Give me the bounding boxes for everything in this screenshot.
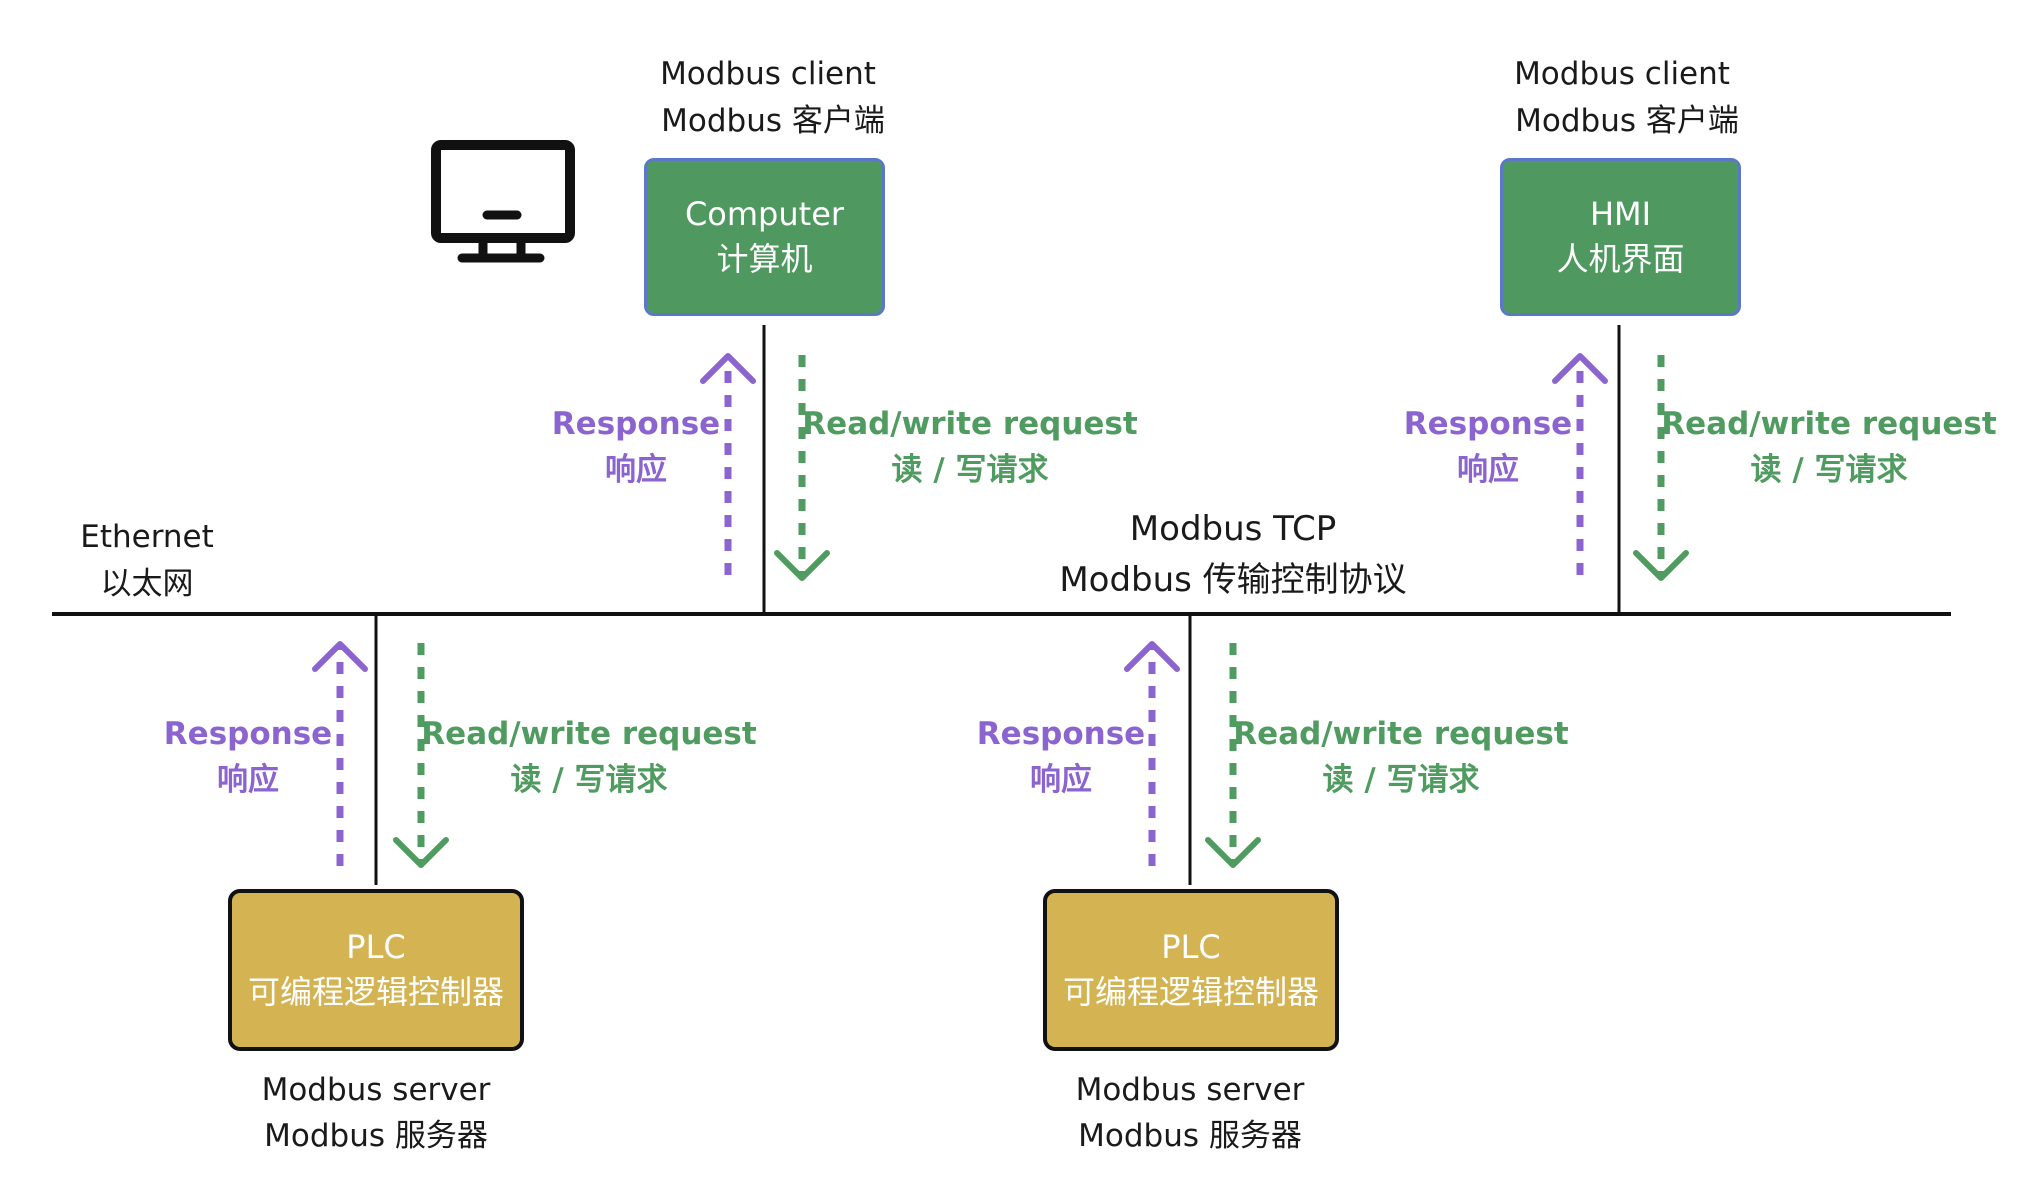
computer-response-arrowhead (700, 353, 756, 384)
plc-1-role-en: Modbus server (261, 1072, 491, 1108)
plc-1-response-label-en: Response (163, 716, 333, 752)
plc-2-name-zh: 可编程逻辑控制器 (1062, 973, 1319, 1011)
hmi-name-zh: 人机界面 (1556, 240, 1685, 278)
plc-2-node: PLC 可编程逻辑控制器 (1043, 889, 1339, 1051)
plc-1-response-label-zh: 响应 (217, 762, 279, 798)
computer-request-arrowhead (774, 550, 830, 581)
plc-2-role-zh: Modbus 服务器 (1078, 1118, 1302, 1154)
monitor-icon (431, 140, 575, 263)
computer-role-en: Modbus client (660, 56, 876, 92)
plc-2-response-arrowhead (1124, 641, 1180, 672)
hmi-node: HMI 人机界面 (1500, 158, 1741, 316)
plc-1-request-label-en: Read/write request (421, 716, 757, 752)
hmi-response-arrowhead (1552, 353, 1608, 384)
plc-2-request-arrowhead (1205, 837, 1261, 868)
plc-2-response-label-zh: 响应 (1030, 762, 1092, 798)
plc-1-request-arrowhead (393, 837, 449, 868)
plc-2-name-en: PLC (1161, 928, 1221, 967)
computer-response-label-en: Response (551, 406, 721, 442)
hmi-name-en: HMI (1589, 195, 1652, 234)
hmi-response-label-zh: 响应 (1457, 452, 1519, 488)
plc-2-role-en: Modbus server (1075, 1072, 1305, 1108)
plc-1-node: PLC 可编程逻辑控制器 (228, 889, 524, 1051)
hmi-request-label-zh: 读 / 写请求 (1750, 452, 1908, 488)
plc-1-name-zh: 可编程逻辑控制器 (247, 973, 504, 1011)
hmi-request-arrowhead (1633, 550, 1689, 581)
plc-2-request-label-en: Read/write request (1233, 716, 1569, 752)
plc-1-name-en: PLC (346, 928, 406, 967)
protocol-label-zh: Modbus 传输控制协议 (1059, 560, 1407, 600)
plc-1-role-zh: Modbus 服务器 (264, 1118, 488, 1154)
hmi-role-zh: Modbus 客户端 (1515, 103, 1739, 139)
hmi-request-label-en: Read/write request (1661, 406, 1997, 442)
computer-name-zh: 计算机 (716, 240, 813, 278)
computer-node: Computer 计算机 (644, 158, 885, 316)
computer-role-zh: Modbus 客户端 (661, 103, 885, 139)
ethernet-label-en: Ethernet (80, 519, 214, 555)
plc-2-response-label-en: Response (976, 716, 1146, 752)
hmi-role-en: Modbus client (1514, 56, 1730, 92)
plc-1-response-arrowhead (312, 641, 368, 672)
hmi-response-label-en: Response (1403, 406, 1573, 442)
computer-name-en: Computer (684, 195, 845, 234)
plc-2-request-label-zh: 读 / 写请求 (1322, 762, 1480, 798)
computer-request-label-en: Read/write request (802, 406, 1138, 442)
ethernet-label-zh: 以太网 (100, 566, 194, 602)
computer-request-label-zh: 读 / 写请求 (891, 452, 1049, 488)
plc-1-request-label-zh: 读 / 写请求 (510, 762, 668, 798)
protocol-label-en: Modbus TCP (1129, 509, 1337, 549)
computer-response-label-zh: 响应 (605, 452, 667, 488)
